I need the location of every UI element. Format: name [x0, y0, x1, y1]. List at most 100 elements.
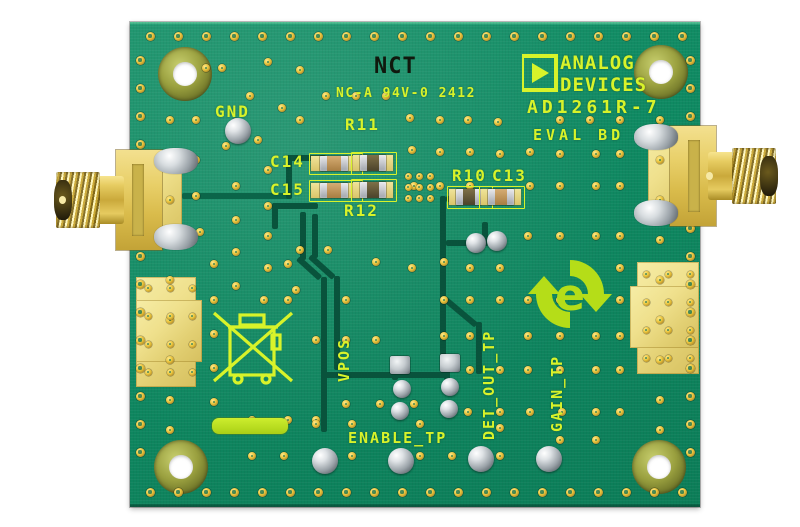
via	[592, 408, 600, 416]
via	[686, 354, 694, 362]
via	[285, 487, 295, 497]
via	[593, 31, 603, 41]
smd-component-r10	[456, 189, 482, 205]
solder-joint-enable-lower	[391, 402, 409, 420]
via	[248, 452, 256, 460]
via	[135, 55, 145, 65]
via	[556, 150, 564, 158]
via	[496, 296, 504, 304]
via	[210, 398, 218, 406]
via	[264, 166, 272, 174]
via	[135, 419, 145, 429]
via	[312, 420, 320, 428]
via	[144, 340, 152, 348]
test-point-enable	[388, 448, 414, 474]
smd-component-r12	[360, 182, 386, 198]
label-c13: C13	[492, 166, 527, 185]
silkscreen-stripe	[212, 418, 288, 434]
via	[464, 408, 472, 416]
via	[166, 368, 174, 376]
via	[621, 31, 631, 41]
via	[166, 196, 174, 204]
via	[264, 58, 272, 66]
via	[466, 264, 474, 272]
via	[415, 194, 423, 202]
via	[232, 216, 240, 224]
via	[685, 447, 695, 457]
pad-frame-r12	[351, 179, 397, 202]
via	[397, 31, 407, 41]
solder-joint-mid-a	[466, 233, 486, 253]
label-gain-tp: GAIN_TP	[548, 354, 566, 432]
via	[173, 31, 183, 41]
via	[313, 487, 323, 497]
solder-joint-mid-b	[487, 231, 507, 251]
via	[616, 182, 624, 190]
via	[229, 31, 239, 41]
via	[372, 336, 380, 344]
test-point-vpos	[312, 448, 338, 474]
via	[144, 312, 152, 320]
via	[406, 114, 414, 122]
via	[410, 400, 418, 408]
via	[408, 264, 416, 272]
via	[537, 31, 547, 41]
via	[685, 251, 695, 261]
via	[496, 264, 504, 272]
via	[404, 183, 412, 191]
via	[656, 156, 664, 164]
part-number-text: AD1261R-7	[527, 97, 661, 118]
trace-right-down	[476, 322, 482, 374]
via	[685, 83, 695, 93]
via	[135, 447, 145, 457]
via	[135, 363, 145, 373]
trace-upper-link2	[482, 222, 488, 246]
via	[466, 332, 474, 340]
ul-rating-text: NC-A 94V-0 2412	[336, 86, 476, 101]
test-point-det-out	[468, 446, 494, 472]
trace-right-feed	[440, 196, 446, 364]
via	[524, 366, 532, 374]
via	[296, 116, 304, 124]
via	[264, 264, 272, 272]
sma-solder-left-bottom	[154, 224, 198, 250]
via	[686, 298, 694, 306]
via	[558, 408, 566, 416]
sma-bore-right	[760, 156, 778, 196]
via	[404, 172, 412, 180]
via	[284, 296, 292, 304]
via	[348, 420, 356, 428]
via	[509, 31, 519, 41]
smd-component-c14	[320, 156, 348, 171]
via	[481, 31, 491, 41]
via	[616, 366, 624, 374]
via	[166, 426, 174, 434]
label-vpos: VPOS	[335, 337, 353, 382]
via	[656, 276, 664, 284]
via	[296, 246, 304, 254]
board-type-text: EVAL BD	[533, 126, 625, 144]
via	[284, 260, 292, 268]
via	[556, 366, 564, 374]
via	[246, 92, 254, 100]
via	[410, 182, 418, 190]
label-det-out-tp: DET_OUT_TP	[480, 329, 498, 440]
via	[509, 487, 519, 497]
via	[166, 396, 174, 404]
via	[218, 64, 226, 72]
via	[173, 487, 183, 497]
mounting-hole-bottom-left	[154, 440, 208, 494]
via	[537, 487, 547, 497]
via	[466, 366, 474, 374]
via	[369, 31, 379, 41]
via	[264, 232, 272, 240]
vendor-mark: NCT	[374, 54, 417, 79]
via	[616, 408, 624, 416]
sma-solder-right-bottom	[634, 200, 678, 226]
via	[416, 452, 424, 460]
via	[232, 182, 240, 190]
via	[415, 183, 423, 191]
via	[342, 400, 350, 408]
via	[166, 356, 174, 364]
via	[436, 148, 444, 156]
